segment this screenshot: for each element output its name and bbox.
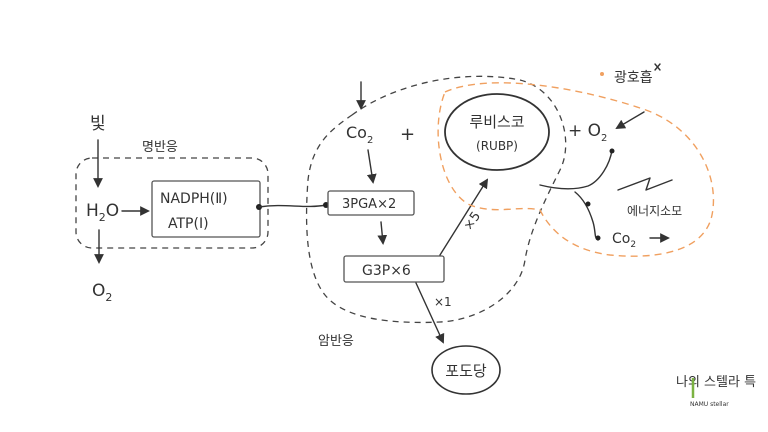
o2-in-arrow: [615, 111, 645, 129]
logo-text: 나의 스텔라 특: [676, 375, 756, 390]
water-label: H2O: [86, 201, 119, 224]
o2-out-label: O2: [92, 281, 112, 304]
branch-down: [574, 191, 599, 241]
glucose-label: 포도당: [445, 362, 487, 380]
dark-reaction-label: 암반응: [318, 334, 354, 349]
plus-sign-1: +: [400, 124, 415, 145]
dark-reaction-region: [305, 75, 567, 324]
atp-label: ATP(Ⅰ): [168, 216, 209, 232]
branch-node-mid: [585, 201, 591, 207]
branch-trunk: [539, 149, 613, 190]
pga-label: 3PGA×2: [342, 197, 396, 212]
g3p-to-rubisco-arrow: [439, 178, 489, 256]
branch-node-low: [595, 235, 601, 241]
plus-o2-label: + O2: [568, 121, 607, 144]
branch-node-top: [609, 148, 615, 154]
x1-label: ×1: [434, 295, 452, 309]
logo-sub: NAMU stellar: [690, 401, 729, 408]
photorespiration-mark-left: [600, 72, 604, 76]
g3p-to-glucose-arrow: [415, 282, 445, 344]
light-reaction-region: [75, 157, 269, 249]
brand-logo: 나의 스텔라 특 NAMU stellar: [676, 375, 756, 408]
rubisco-label: 루비스코: [469, 113, 524, 131]
pga-to-g3p-arrow: [377, 221, 388, 245]
photorespiration-label: 광호흡: [614, 70, 653, 86]
x5-label: ×5: [461, 209, 484, 233]
energy-consume-label: 에너지소모: [627, 204, 682, 218]
g3p-box: [343, 255, 445, 283]
pga-box: [327, 190, 415, 216]
light-reaction-label: 명반응: [142, 140, 178, 155]
co2-in-label: Co2: [346, 123, 373, 146]
energy-bolt: [617, 177, 673, 191]
energy-transfer-line: [258, 204, 327, 208]
co2-out-label: Co2: [612, 231, 636, 250]
rubisco-node: [444, 93, 550, 171]
glucose-node: [431, 345, 501, 395]
g3p-label: G3P×6: [362, 263, 411, 279]
rubp-label: (RUBP): [476, 139, 518, 153]
light-label: 빛: [90, 114, 106, 134]
photorespiration-region: [437, 82, 715, 257]
nadph-label: NADPH(Ⅱ): [160, 191, 228, 207]
photorespiration-mark-right: [654, 63, 661, 71]
co2-to-pga-arrow: [366, 149, 377, 184]
